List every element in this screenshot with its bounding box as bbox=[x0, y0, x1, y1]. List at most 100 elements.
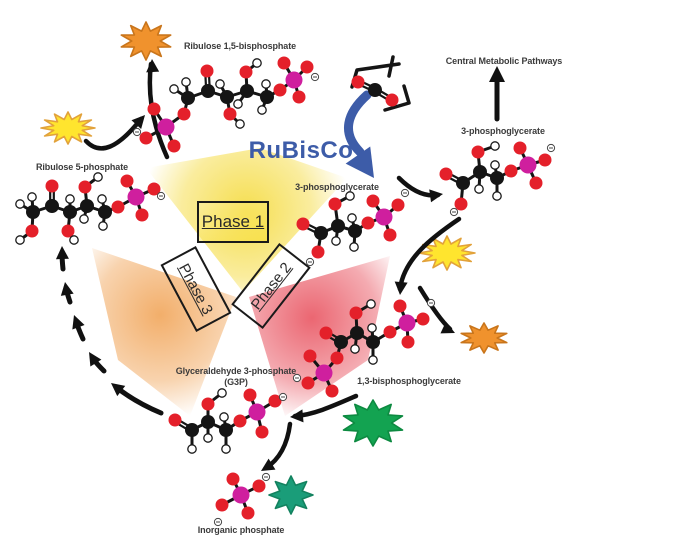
carbon-atom bbox=[240, 84, 254, 98]
phosphorus-atom bbox=[157, 118, 175, 136]
oxygen-atom bbox=[361, 216, 375, 230]
hydrogen-atom bbox=[187, 444, 197, 454]
hydrogen-atom bbox=[79, 214, 89, 224]
hydrogen-atom bbox=[221, 444, 231, 454]
oxygen-atom bbox=[296, 217, 310, 231]
molecule-co2 bbox=[351, 75, 399, 107]
energy-burst-orange-right bbox=[460, 322, 508, 354]
hydrogen-atom bbox=[331, 236, 341, 246]
carbon-atom bbox=[348, 224, 362, 238]
molecule-inorganic-phosphate bbox=[213, 472, 271, 527]
molecule-ribulose-5-phosphate bbox=[15, 172, 166, 245]
arrow-pg3-to-export bbox=[396, 175, 443, 203]
hydrogen-atom bbox=[15, 199, 25, 209]
phosphorus-atom bbox=[248, 403, 266, 421]
oxygen-atom bbox=[120, 174, 134, 188]
energy-burst-yellow-left bbox=[40, 111, 96, 145]
oxygen-atom bbox=[268, 394, 282, 408]
arrow-bpg-to-g3p bbox=[290, 393, 359, 423]
oxygen-atom bbox=[167, 139, 181, 153]
energy-burst-green bbox=[342, 399, 404, 447]
carbon-atom bbox=[98, 205, 112, 219]
phase2-glow-red bbox=[249, 256, 390, 416]
carbon-atom bbox=[368, 83, 382, 97]
arrow-pg3-down bbox=[394, 216, 462, 295]
oxygen-atom bbox=[135, 208, 149, 222]
oxygen-atom bbox=[111, 200, 125, 214]
oxygen-atom bbox=[239, 65, 253, 79]
charge-minus-icon bbox=[426, 298, 436, 308]
oxygen-atom bbox=[255, 425, 269, 439]
oxygen-atom bbox=[393, 299, 407, 313]
hydrogen-atom bbox=[97, 194, 107, 204]
carbon-atom bbox=[260, 90, 274, 104]
oxygen-atom bbox=[177, 107, 191, 121]
oxygen-atom bbox=[241, 506, 255, 520]
carbon-atom bbox=[185, 423, 199, 437]
hydrogen-atom bbox=[347, 213, 357, 223]
arrow-rubisco-blue bbox=[344, 90, 374, 178]
oxygen-atom bbox=[215, 498, 229, 512]
oxygen-atom bbox=[401, 335, 415, 349]
charge-minus-icon bbox=[292, 373, 302, 383]
hydrogen-atom bbox=[350, 344, 360, 354]
hydrogen-atom bbox=[474, 184, 484, 194]
hydrogen-atom bbox=[203, 433, 213, 443]
oxygen-atom bbox=[513, 141, 527, 155]
hydrogen-atom bbox=[215, 79, 225, 89]
phosphorus-atom bbox=[315, 364, 333, 382]
oxygen-atom bbox=[504, 164, 518, 178]
oxygen-atom bbox=[200, 64, 214, 78]
phosphorus-atom bbox=[127, 188, 145, 206]
charge-minus-icon bbox=[278, 392, 288, 402]
arrow-g3p-to-pi bbox=[261, 421, 293, 471]
oxygen-atom bbox=[273, 83, 287, 97]
arrow-chain-1 bbox=[89, 352, 107, 374]
carbon-atom bbox=[473, 165, 487, 179]
carbon-atom bbox=[181, 91, 195, 105]
hydrogen-atom bbox=[492, 191, 502, 201]
hydrogen-atom bbox=[233, 99, 243, 109]
oxygen-atom bbox=[147, 182, 161, 196]
oxygen-atom bbox=[383, 228, 397, 242]
phase1-box: Phase 1 bbox=[197, 201, 269, 243]
hydrogen-atom bbox=[98, 221, 108, 231]
hydrogen-atom bbox=[217, 388, 227, 398]
label-g3p: Glyceraldehyde 3-phosphate (G3P) bbox=[176, 366, 297, 388]
phosphorus-atom bbox=[398, 314, 416, 332]
hydrogen-atom bbox=[490, 141, 500, 151]
oxygen-atom bbox=[325, 384, 339, 398]
carbon-atom bbox=[26, 205, 40, 219]
charge-minus-icon bbox=[132, 127, 142, 137]
oxygen-atom bbox=[226, 472, 240, 486]
oxygen-atom bbox=[223, 107, 237, 121]
hydrogen-atom bbox=[252, 58, 262, 68]
oxygen-atom bbox=[139, 131, 153, 145]
carbon-atom bbox=[366, 335, 380, 349]
oxygen-atom bbox=[233, 414, 247, 428]
carbon-atom bbox=[331, 219, 345, 233]
arrow-central-pathways bbox=[489, 66, 505, 122]
molecule-ribulose-15-bisphosphate bbox=[132, 56, 320, 153]
hydrogen-atom bbox=[93, 172, 103, 182]
carbon-atom bbox=[334, 335, 348, 349]
hydrogen-atom bbox=[257, 105, 267, 115]
oxygen-atom bbox=[391, 198, 405, 212]
hydrogen-atom bbox=[490, 160, 500, 170]
label-3-phosphoglycerate-center: 3-phosphoglycerate bbox=[295, 182, 379, 192]
carbon-atom bbox=[350, 326, 364, 340]
charge-minus-icon bbox=[213, 517, 223, 527]
energy-burst-teal bbox=[268, 475, 314, 515]
molecule-3-phosphoglycerate-center bbox=[296, 188, 410, 267]
arrow-chain-2 bbox=[72, 315, 86, 342]
charge-minus-icon bbox=[449, 207, 459, 217]
phosphorus-atom bbox=[375, 208, 393, 226]
label-13-bisphosphoglycerate: 1,3-bisphosphoglycerate bbox=[357, 376, 461, 386]
carbon-atom bbox=[201, 415, 215, 429]
oxygen-atom bbox=[61, 224, 75, 238]
oxygen-atom bbox=[301, 376, 315, 390]
oxygen-atom bbox=[366, 194, 380, 208]
hydrogen-atom bbox=[169, 84, 179, 94]
carbon-atom bbox=[490, 171, 504, 185]
